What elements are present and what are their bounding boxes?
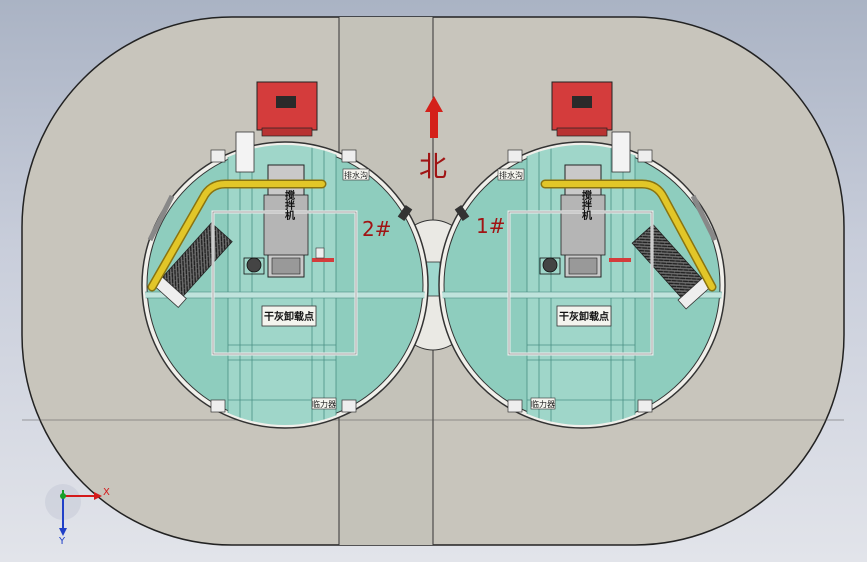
coordinate-triad-icon xyxy=(45,484,102,536)
y-axis-label: Y xyxy=(58,536,66,547)
shaft-2-machine-label: 搅拌机 xyxy=(283,189,296,221)
shaft-1-tag-top: 排水沟 xyxy=(499,170,523,180)
shaft-2-tag-bottom: 临力器 xyxy=(312,399,336,409)
north-arrow-icon xyxy=(425,96,443,138)
shaft-1 xyxy=(438,81,726,429)
x-axis-label: X xyxy=(103,487,110,498)
shaft-1-tag-bottom: 临力器 xyxy=(531,399,555,409)
shaft-1-unload-label: 干灰卸载点 xyxy=(559,310,609,323)
shaft-2 xyxy=(141,81,429,429)
shaft-2-number: 2# xyxy=(362,217,391,241)
shaft-1-machine-label: 搅拌机 xyxy=(580,189,593,221)
shaft-2-tag-top: 排水沟 xyxy=(344,170,368,180)
shaft-1-number: 1# xyxy=(476,214,505,238)
north-label: 北 xyxy=(419,150,447,183)
shaft-2-unload-label: 干灰卸载点 xyxy=(264,310,314,323)
